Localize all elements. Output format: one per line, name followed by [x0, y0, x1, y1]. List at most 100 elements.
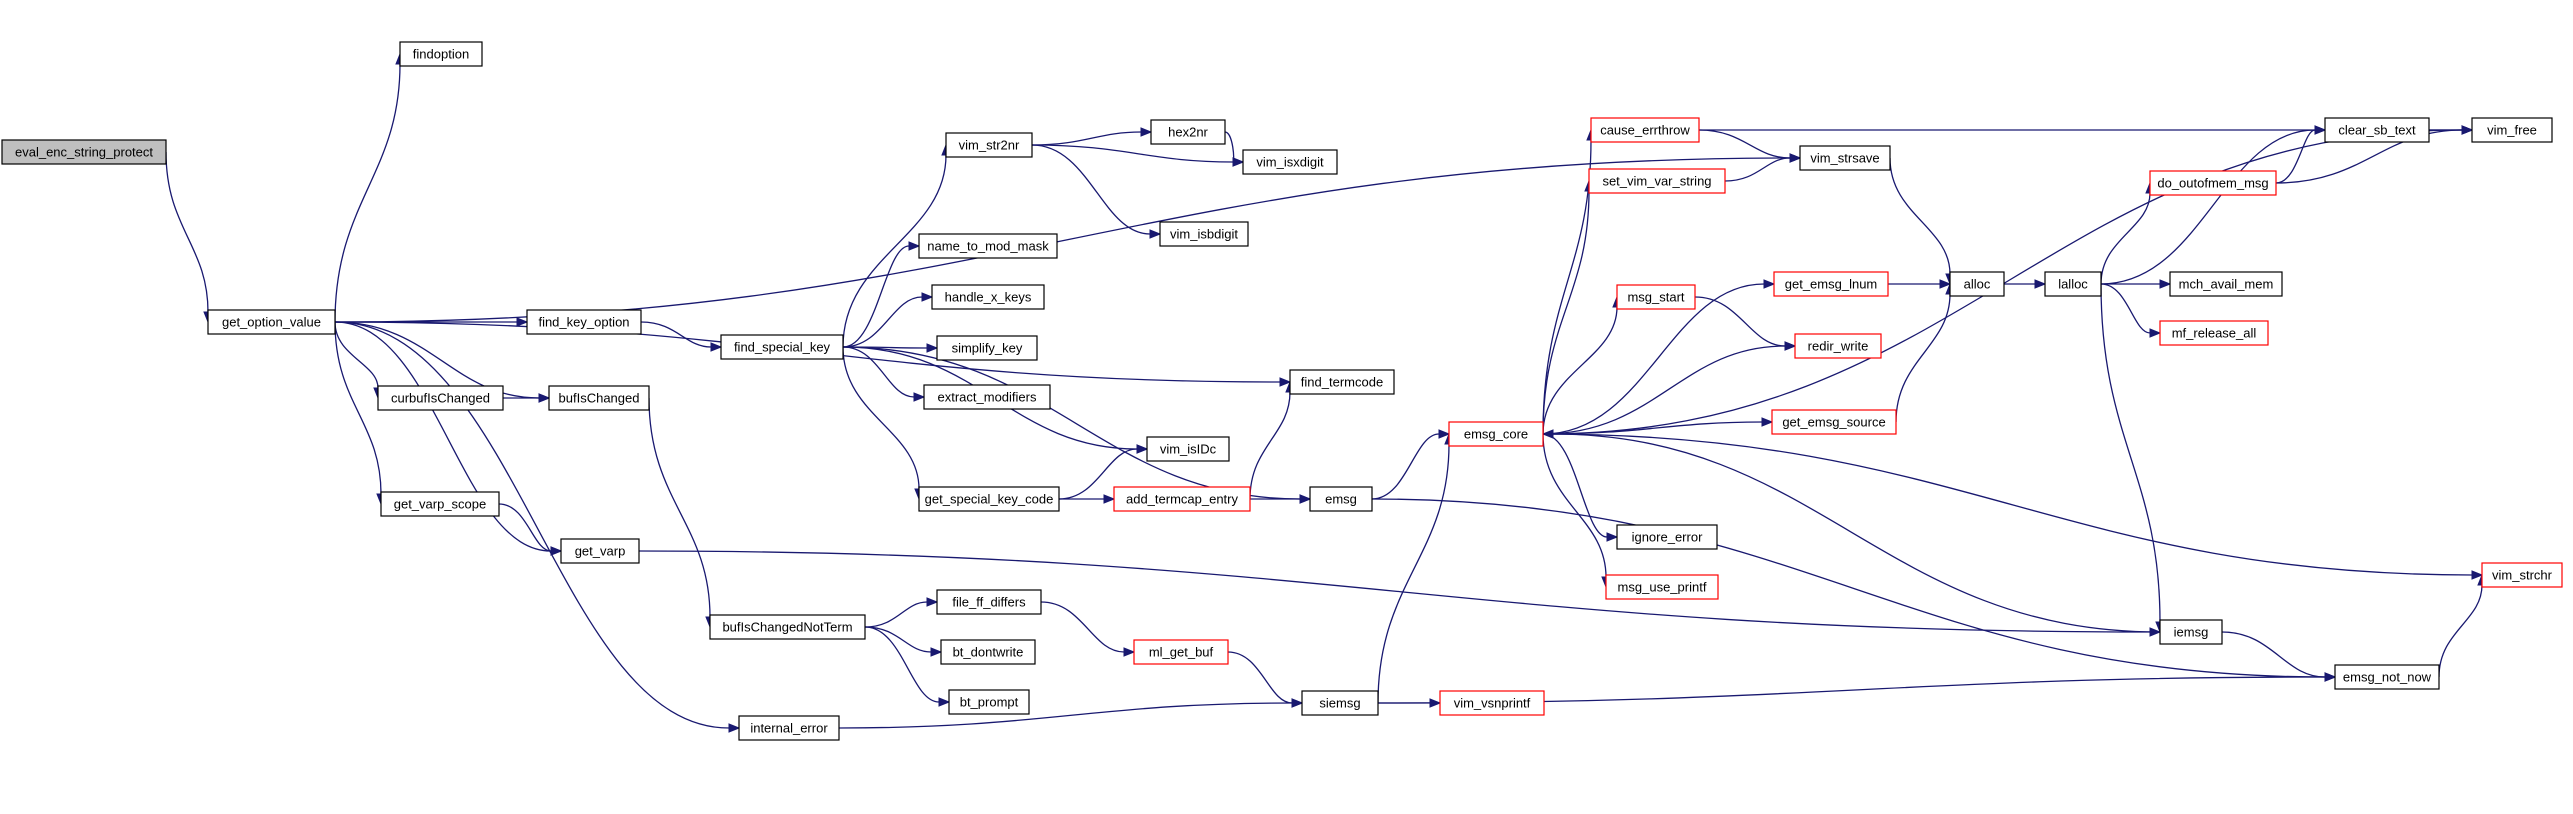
edge-arrowhead	[926, 343, 939, 353]
node-emsg[interactable]: emsg	[1309, 486, 1373, 512]
node-ignore_error[interactable]: ignore_error	[1616, 524, 1718, 550]
node-get_special_key_code[interactable]: get_special_key_code	[918, 486, 1060, 512]
node-msg_start[interactable]: msg_start	[1616, 284, 1696, 310]
node-label: vim_isbdigit	[1170, 227, 1238, 242]
call-edge-emsg_core-to-get_emsg_source	[1542, 417, 1774, 435]
node-find_key_option[interactable]: find_key_option	[526, 309, 642, 335]
node-label: get_varp_scope	[394, 497, 487, 512]
edge-line	[1227, 651, 1293, 704]
node-vim_free[interactable]: vim_free	[2471, 117, 2553, 143]
node-alloc[interactable]: alloc	[1949, 271, 2005, 297]
edge-arrowhead	[2149, 328, 2162, 338]
node-cause_errthrow[interactable]: cause_errthrow	[1590, 117, 1700, 143]
node-box	[1159, 221, 1249, 247]
call-edge-emsg_core-to-ignore_error	[1542, 433, 1619, 542]
call-edge-hex2nr-to-vim_isxdigit	[1224, 131, 1245, 167]
node-vim_isIDc[interactable]: vim_isIDc	[1146, 436, 1230, 462]
node-iemsg[interactable]: iemsg	[2159, 619, 2223, 645]
node-handle_x_keys[interactable]: handle_x_keys	[931, 284, 1045, 310]
call-edge-bufIsChangedNotTerm-to-file_ff_differs	[864, 597, 939, 628]
node-mch_avail_mem[interactable]: mch_avail_mem	[2169, 271, 2283, 297]
node-emsg_not_now[interactable]: emsg_not_now	[2334, 664, 2440, 690]
call-edge-get_option_value-to-find_key_option	[335, 317, 529, 327]
edge-line	[2221, 631, 2326, 678]
node-vim_strsave[interactable]: vim_strsave	[1799, 145, 1891, 171]
node-label: bufIsChanged	[559, 391, 640, 406]
node-internal_error[interactable]: internal_error	[738, 715, 840, 741]
call-edge-get_option_value-to-get_varp	[334, 321, 563, 556]
node-label: hex2nr	[1168, 125, 1208, 140]
node-set_vim_var_string[interactable]: set_vim_var_string	[1588, 168, 1726, 194]
node-bt_dontwrite[interactable]: bt_dontwrite	[940, 639, 1036, 665]
node-do_outofmem_msg[interactable]: do_outofmem_msg	[2149, 170, 2277, 196]
node-hex2nr[interactable]: hex2nr	[1150, 119, 1226, 145]
node-name_to_mod_mask[interactable]: name_to_mod_mask	[918, 233, 1058, 259]
node-get_option_value[interactable]: get_option_value	[207, 309, 336, 335]
node-ml_get_buf[interactable]: ml_get_buf	[1133, 639, 1229, 665]
edge-line	[1889, 157, 1951, 275]
call-edge-emsg_not_now-to-vim_strchr	[2438, 573, 2487, 678]
node-msg_use_printf[interactable]: msg_use_printf	[1605, 574, 1719, 600]
node-get_varp_scope[interactable]: get_varp_scope	[380, 491, 500, 517]
edge-line	[1371, 498, 2326, 678]
edge-line	[334, 157, 1791, 323]
node-vim_vsnprintf[interactable]: vim_vsnprintf	[1439, 690, 1545, 716]
edge-line	[638, 550, 2151, 633]
edge-line	[1542, 283, 1765, 435]
node-lalloc[interactable]: lalloc	[2044, 271, 2102, 297]
node-label: get_option_value	[222, 315, 321, 330]
node-vim_isbdigit[interactable]: vim_isbdigit	[1159, 221, 1249, 247]
edge-line	[842, 346, 920, 490]
node-get_emsg_lnum[interactable]: get_emsg_lnum	[1773, 271, 1889, 297]
node-box	[1949, 271, 2005, 297]
node-box	[936, 335, 1038, 361]
node-eval_enc_string_protect[interactable]: eval_enc_string_protect	[1, 139, 167, 165]
node-label: vim_isIDc	[1160, 442, 1217, 457]
edge-arrowhead	[913, 392, 926, 402]
node-bt_prompt[interactable]: bt_prompt	[948, 689, 1030, 715]
node-box	[2334, 664, 2440, 690]
edge-line	[1542, 345, 1786, 435]
node-label: clear_sb_text	[2338, 123, 2416, 138]
edge-line	[498, 503, 552, 552]
call-edge-find_special_key-to-emsg	[842, 346, 1312, 504]
node-curbufIsChanged[interactable]: curbufIsChanged	[377, 385, 504, 411]
node-vim_isxdigit[interactable]: vim_isxdigit	[1242, 149, 1338, 175]
node-extract_modifiers[interactable]: extract_modifiers	[923, 384, 1051, 410]
node-get_varp[interactable]: get_varp	[560, 538, 640, 564]
call-edge-lalloc-to-do_outofmem_msg	[2100, 181, 2155, 285]
node-add_termcap_entry[interactable]: add_termcap_entry	[1113, 486, 1251, 512]
call-edge-find_special_key-to-name_to_mod_mask	[842, 241, 921, 348]
node-vim_str2nr[interactable]: vim_str2nr	[945, 132, 1033, 158]
node-bufIsChanged[interactable]: bufIsChanged	[548, 385, 650, 411]
call-edge-get_option_value-to-get_varp_scope	[334, 321, 386, 506]
node-layer: eval_enc_string_protectget_option_valuef…	[1, 41, 2563, 741]
node-file_ff_differs[interactable]: file_ff_differs	[936, 589, 1042, 615]
node-bufIsChangedNotTerm[interactable]: bufIsChangedNotTerm	[709, 614, 866, 640]
edge-line	[334, 321, 730, 729]
node-redir_write[interactable]: redir_write	[1794, 333, 1882, 359]
node-box	[560, 538, 640, 564]
node-label: cause_errthrow	[1600, 123, 1690, 138]
node-get_emsg_source[interactable]: get_emsg_source	[1771, 409, 1897, 435]
edge-arrowhead	[1140, 127, 1153, 137]
node-clear_sb_text[interactable]: clear_sb_text	[2324, 117, 2430, 143]
edge-line	[334, 321, 382, 495]
node-label: eval_enc_string_protect	[15, 145, 153, 160]
edge-line	[1377, 443, 1450, 704]
edge-arrowhead	[1784, 341, 1797, 351]
node-vim_strchr[interactable]: vim_strchr	[2481, 562, 2563, 588]
edge-line	[838, 702, 1293, 729]
edge-line	[1694, 296, 1786, 347]
node-findoption[interactable]: findoption	[399, 41, 483, 67]
node-simplify_key[interactable]: simplify_key	[936, 335, 1038, 361]
edge-line	[1542, 190, 1590, 435]
node-emsg_core[interactable]: emsg_core	[1448, 421, 1544, 447]
node-mf_release_all[interactable]: mf_release_all	[2159, 320, 2269, 346]
node-box	[931, 284, 1045, 310]
node-find_termcode[interactable]: find_termcode	[1289, 369, 1395, 395]
node-siemsg[interactable]: siemsg	[1301, 690, 1379, 716]
edge-arrowhead	[1606, 532, 1619, 542]
node-find_special_key[interactable]: find_special_key	[720, 334, 844, 360]
edge-line	[648, 397, 711, 618]
